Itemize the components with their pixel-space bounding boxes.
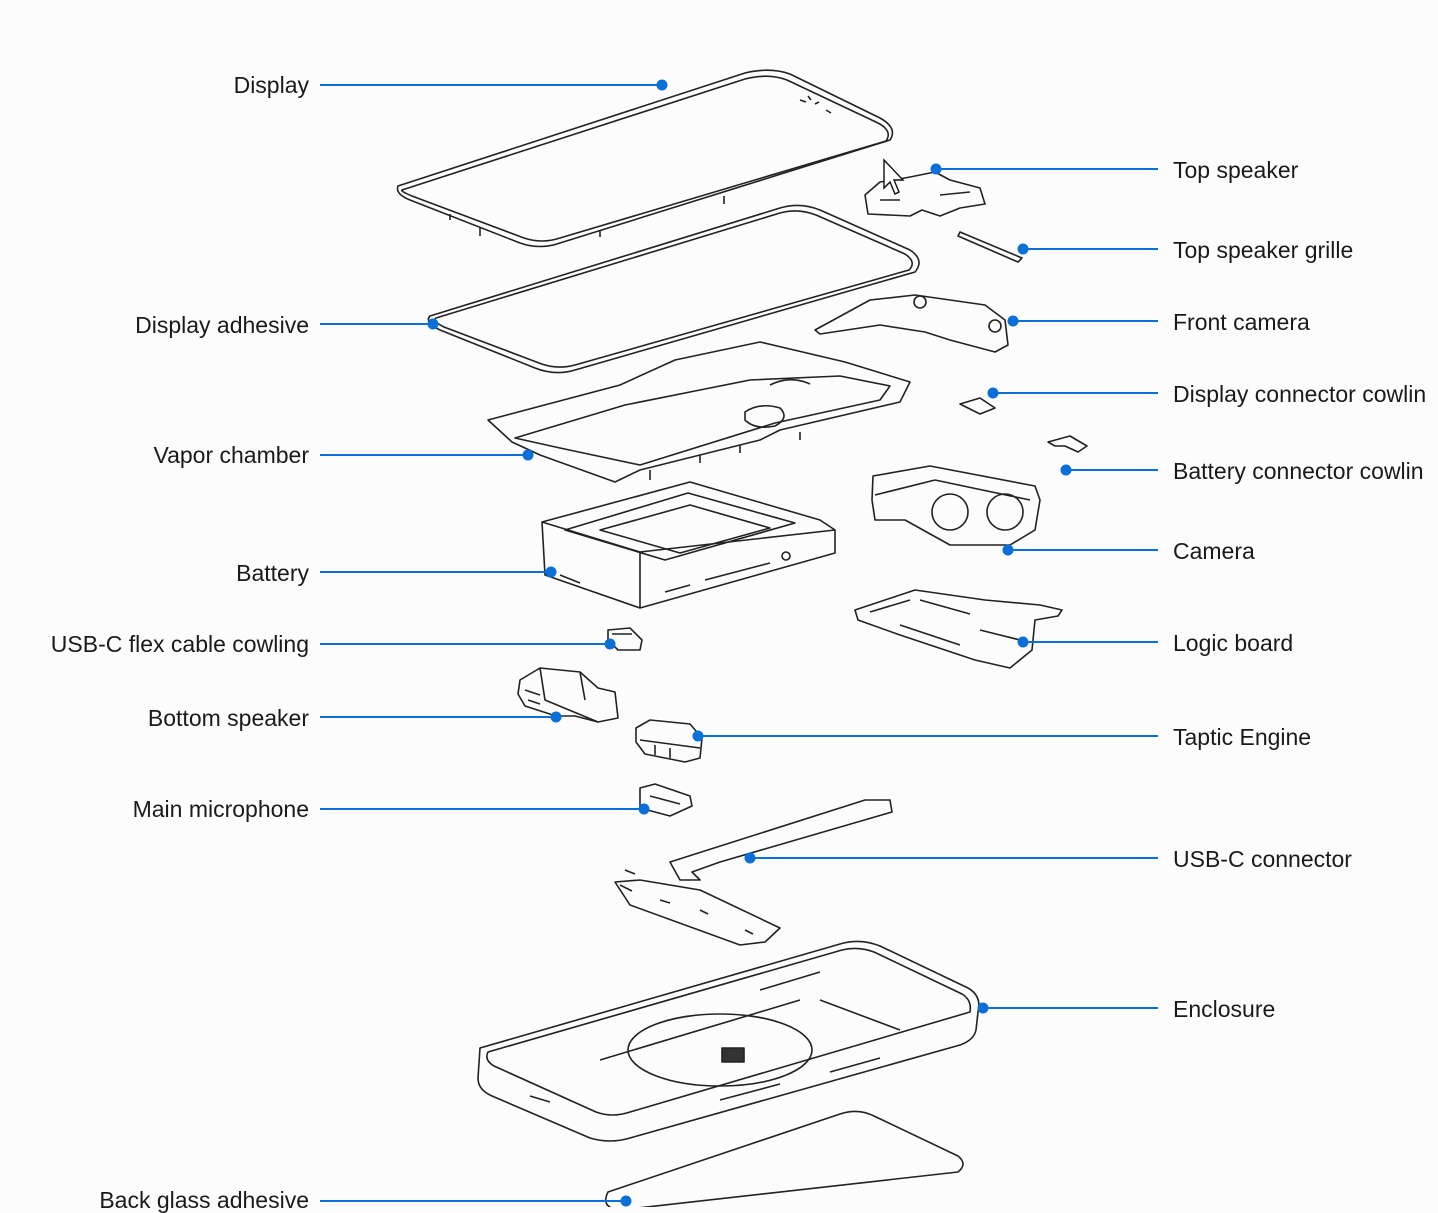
battery-part: [541, 481, 836, 609]
label-main-microphone[interactable]: Main microphone: [132, 796, 309, 822]
label-usbc-connector[interactable]: USB-C connector: [1173, 846, 1352, 872]
logic-board-part: [854, 589, 1063, 669]
enclosure-part: [477, 940, 980, 1142]
camera-part: [871, 465, 1041, 546]
usbc-connector-part: [614, 799, 893, 946]
label-taptic-engine[interactable]: Taptic Engine: [1173, 724, 1312, 750]
label-top-speaker[interactable]: Top speaker: [1173, 157, 1299, 183]
label-bottom-speaker[interactable]: Bottom speaker: [147, 705, 309, 731]
label-display-adhesive[interactable]: Display adhesive: [135, 312, 309, 338]
bottom-speaker-part: [517, 667, 619, 723]
label-display-connector-cowling[interactable]: Display connector cowlin: [1173, 381, 1427, 407]
taptic-engine-part: [635, 719, 703, 763]
display-connector-cowling-part: [959, 397, 996, 415]
back-glass-adhesive-part: [604, 1110, 964, 1207]
label-vapor-chamber[interactable]: Vapor chamber: [153, 442, 309, 468]
label-display[interactable]: Display: [233, 72, 309, 98]
label-front-camera[interactable]: Front camera: [1173, 309, 1310, 335]
mouse-pointer-icon: [883, 158, 905, 195]
label-battery[interactable]: Battery: [236, 560, 309, 586]
label-usbc-flex-cable-cowling[interactable]: USB-C flex cable cowling: [50, 631, 309, 657]
label-battery-connector-cowling[interactable]: Battery connector cowlin: [1173, 458, 1424, 484]
label-top-speaker-grille[interactable]: Top speaker grille: [1173, 237, 1354, 263]
label-camera[interactable]: Camera: [1173, 538, 1255, 564]
vapor-chamber-part: [487, 341, 911, 483]
top-speaker-grille-part: [957, 231, 1023, 263]
label-back-glass-adhesive[interactable]: Back glass adhesive: [99, 1187, 309, 1213]
front-camera-part: [814, 294, 1009, 353]
label-logic-board[interactable]: Logic board: [1173, 630, 1294, 656]
top-speaker-part: [864, 171, 986, 217]
display-part: [396, 69, 894, 248]
battery-connector-cowling-part: [1047, 435, 1088, 453]
label-enclosure[interactable]: Enclosure: [1173, 996, 1276, 1022]
